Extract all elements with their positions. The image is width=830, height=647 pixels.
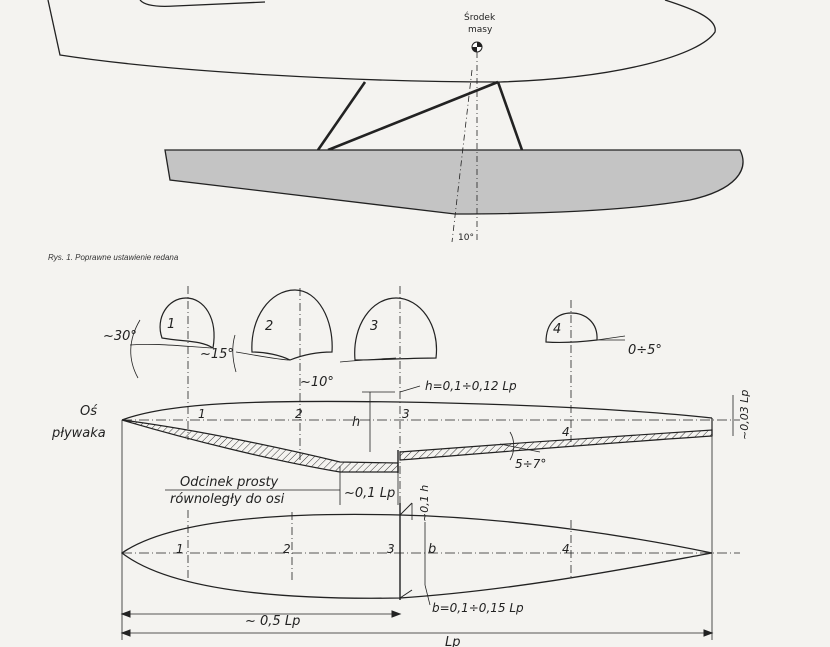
plan-station-1: 1 <box>176 542 184 556</box>
angle-30-label: ~30° <box>103 329 137 344</box>
figure-caption: Rys. 1. Poprawne ustawienie redana <box>48 253 179 262</box>
angle-10-label: 10° <box>458 233 474 243</box>
angle-10-line <box>451 69 473 243</box>
angle-10-section-label: ~10° <box>300 375 334 390</box>
segment-label-1: Odcinek prosty <box>180 475 279 490</box>
side-view <box>121 385 740 640</box>
window-fragment <box>139 0 266 7</box>
section-2-shape <box>251 289 333 361</box>
afterbody-hatch <box>399 429 713 461</box>
side-station-4: 4 <box>562 425 570 439</box>
plan-station-4: 4 <box>562 542 570 556</box>
section-1-label: 1 <box>167 317 175 332</box>
h-label: h <box>352 415 360 430</box>
section-3-shape <box>354 297 438 361</box>
strut-front <box>316 81 367 151</box>
side-deck-line <box>121 400 713 421</box>
b-formula: b=0,1÷0,15 Lp <box>432 601 524 615</box>
plan-station-2: 2 <box>283 542 291 556</box>
strut-rear <box>496 81 524 151</box>
seaplane-figure <box>47 0 716 152</box>
segment-length-label: ~0,1 Lp <box>344 486 395 501</box>
half-length-label: ~ 0,5 Lp <box>245 614 300 629</box>
segment-label-2: równoległy do osi <box>170 492 285 507</box>
section-1-shape <box>159 297 215 349</box>
fuselage-outline <box>47 0 716 83</box>
float-body <box>164 149 744 215</box>
height-003-label: ~0,03 Lp <box>738 390 751 440</box>
axis-label-1: Oś <box>80 404 98 419</box>
angle-15-label: ~15° <box>200 347 234 362</box>
plan-station-3: 3 <box>387 542 395 556</box>
axis-label-2: pływaka <box>51 426 106 441</box>
side-station-2: 2 <box>295 407 303 421</box>
plan-view <box>120 502 740 637</box>
b-label: b <box>428 542 436 557</box>
plan-outline <box>120 513 713 599</box>
length-label: Lp <box>445 635 461 647</box>
side-station-3: 3 <box>402 407 410 421</box>
section-4-label: 4 <box>553 322 561 337</box>
section-4-shape <box>545 312 598 343</box>
section-3-label: 3 <box>370 319 378 334</box>
cross-sections <box>129 289 626 379</box>
h-formula: h=0,1÷0,12 Lp <box>425 379 517 393</box>
angle-0-5-label: 0÷5° <box>628 343 662 358</box>
angle-5-7-label: 5÷7° <box>515 457 546 471</box>
mass-center-label-1: Środek <box>464 11 496 23</box>
mass-center-label-2: masy <box>468 25 493 35</box>
strut-diagonal <box>327 80 499 152</box>
center-of-mass-marker <box>471 41 483 53</box>
side-station-1: 1 <box>198 407 206 421</box>
step-height-label: ~0,1 h <box>418 485 431 522</box>
section-2-label: 2 <box>265 319 273 334</box>
